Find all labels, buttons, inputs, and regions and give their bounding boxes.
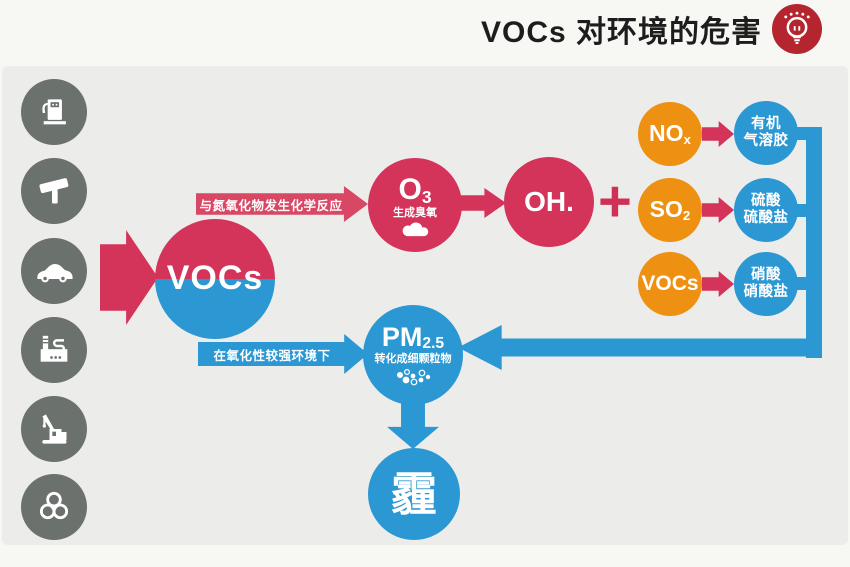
haze-label: 霾	[391, 467, 437, 520]
vocs-main-circle: VOCs	[155, 219, 275, 339]
pm25-caption: 转化成细颗粒物	[374, 353, 452, 366]
gas-pump-icon	[21, 79, 87, 145]
reactant-vocs-circle: VOCs	[638, 252, 702, 316]
vocs-label: VOCs	[166, 259, 264, 298]
bracket-vertical-bar	[806, 127, 822, 358]
car-icon	[21, 238, 87, 304]
factory-icon	[21, 317, 87, 383]
biohazard-icon	[21, 474, 87, 540]
product-nitrate-circle: 硝酸 硝酸盐	[734, 252, 798, 316]
o3-caption: 生成臭氧	[393, 207, 437, 220]
plus-sign: +	[598, 169, 632, 234]
lightbulb-icon	[772, 4, 822, 54]
haze-circle: 霾	[368, 448, 460, 540]
bottom-arrow-label: 在氧化性较强环境下	[213, 348, 331, 363]
product-sulfate-circle: 硫酸 硫酸盐	[734, 178, 798, 242]
crane-icon	[21, 396, 87, 462]
product-organic-aerosol-circle: 有机 气溶胶	[734, 101, 798, 165]
oh-label: OH.	[524, 185, 574, 217]
cloud-icon	[397, 221, 433, 237]
particles-icon	[391, 367, 435, 387]
top-arrow-label: 与氮氧化物发生化学反应	[199, 198, 343, 213]
page-title: VOCs 对环境的危害	[481, 4, 822, 54]
paint-roller-icon	[21, 158, 87, 224]
title-text: VOCs 对环境的危害	[480, 16, 762, 49]
oh-circle: OH.	[504, 157, 594, 247]
